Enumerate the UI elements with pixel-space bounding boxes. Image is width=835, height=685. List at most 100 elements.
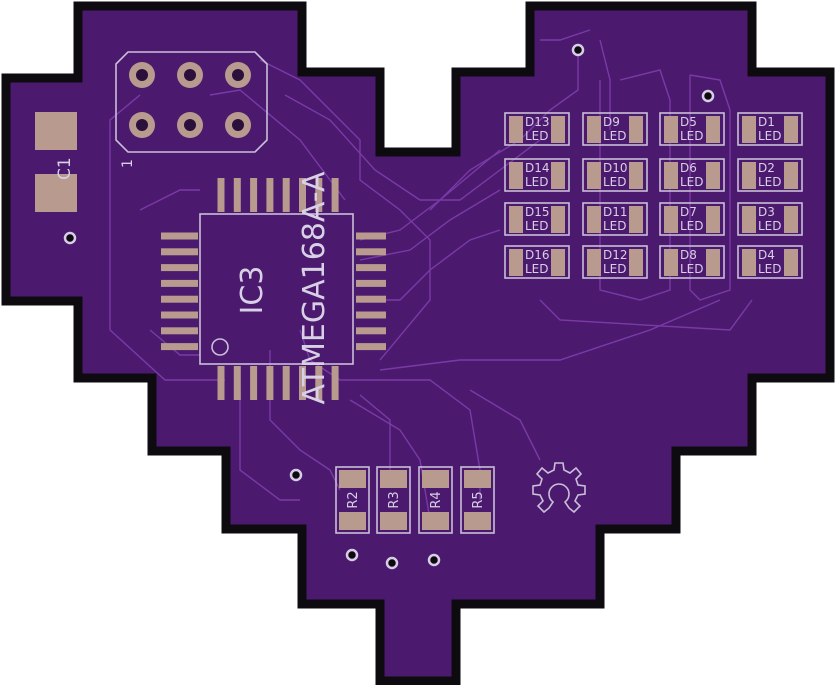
- led-pad: [509, 116, 523, 143]
- led-ref-label: D10: [603, 161, 628, 175]
- oshw-logo: [532, 462, 586, 514]
- led-value-label: LED: [680, 129, 704, 143]
- resistor-r4: R4: [418, 466, 453, 534]
- led-outline: [659, 245, 725, 279]
- ic-pin: [266, 178, 274, 212]
- led-outline: [659, 112, 725, 146]
- led-value-label: LED: [525, 129, 549, 143]
- led-pad: [706, 206, 720, 233]
- led-ref-label: D4: [758, 248, 775, 262]
- ic-pin: [282, 178, 290, 212]
- ic-pin: [356, 327, 386, 335]
- led-pad: [664, 162, 678, 189]
- led-pad: [509, 206, 523, 233]
- led-pad: [587, 162, 601, 189]
- resistor-r3: R3: [376, 466, 411, 534]
- led-outline: [659, 158, 725, 192]
- ic-pin: [161, 232, 198, 240]
- ic-pin: [356, 295, 386, 303]
- ic-pin: [315, 366, 323, 400]
- ic-pins: [161, 178, 386, 400]
- ic-pin: [233, 178, 241, 212]
- led-pad: [587, 249, 601, 276]
- led-value-label: LED: [603, 175, 627, 189]
- led-value-label: LED: [758, 129, 782, 143]
- led-ref-label: D11: [603, 205, 628, 219]
- ic3-microcontroller: IC3 ATMEGA168A-A: [161, 171, 386, 404]
- ic-pin: [161, 279, 198, 287]
- ic-pin: [331, 366, 339, 400]
- resistor-pad: [380, 470, 407, 488]
- led-outline: [582, 202, 648, 236]
- led-ref-label: D13: [525, 115, 550, 129]
- vias: [63, 43, 715, 570]
- led-matrix: D13LEDD9LEDD5LEDD1LEDD14LEDD10LEDD6LEDD2…: [504, 112, 803, 279]
- led-pad: [742, 249, 756, 276]
- ic-pin: [250, 178, 258, 212]
- led-ref-label: D14: [525, 161, 550, 175]
- via: [427, 553, 441, 567]
- led-pad: [664, 116, 678, 143]
- isp-header: 1: [115, 51, 268, 168]
- ic-pin: [161, 311, 198, 319]
- ic-ref-label: IC3: [235, 266, 270, 315]
- led-pad: [784, 249, 798, 276]
- resistor-label: R3: [387, 491, 402, 508]
- led-pad: [706, 162, 720, 189]
- led-outline: [504, 202, 570, 236]
- via: [701, 89, 715, 103]
- resistor-r2: R2: [335, 466, 370, 534]
- c1-pad: [35, 112, 77, 150]
- led-pad: [587, 206, 601, 233]
- led-value-label: LED: [603, 129, 627, 143]
- ic-pin: [331, 178, 339, 212]
- led-pad: [664, 206, 678, 233]
- led-pad: [629, 162, 643, 189]
- via: [289, 468, 303, 482]
- ic-pin: [356, 279, 386, 287]
- led-value-label: LED: [758, 262, 782, 276]
- led-pad: [551, 116, 565, 143]
- ic-pin: [161, 327, 198, 335]
- ic-pin: [315, 178, 323, 212]
- via: [571, 43, 585, 57]
- led-pad: [742, 206, 756, 233]
- led-ref-label: D2: [758, 161, 775, 175]
- led-value-label: LED: [525, 262, 549, 276]
- resistor-outline: [335, 466, 370, 534]
- led-ref-label: D8: [680, 248, 697, 262]
- resistor-r5: R5: [460, 466, 495, 534]
- led-outline: [737, 112, 803, 146]
- ic-body-outline: [199, 213, 354, 365]
- resistor-pad: [464, 470, 491, 488]
- led-pad: [509, 162, 523, 189]
- gear-icon: [532, 462, 586, 514]
- resistor-pad: [422, 512, 449, 530]
- led-outline: [504, 158, 570, 192]
- ic-pin: [161, 264, 198, 272]
- ic-pin: [282, 366, 290, 400]
- via: [385, 556, 399, 570]
- led-outline: [582, 112, 648, 146]
- ic-pin: [217, 366, 225, 400]
- ic-pin1-marker: [211, 338, 229, 356]
- resistor-outline: [418, 466, 453, 534]
- led-pad: [742, 162, 756, 189]
- resistor-pad: [339, 512, 366, 530]
- ic-value-label: ATMEGA168A-A: [297, 171, 332, 404]
- led-pad: [784, 162, 798, 189]
- led-outline: [659, 202, 725, 236]
